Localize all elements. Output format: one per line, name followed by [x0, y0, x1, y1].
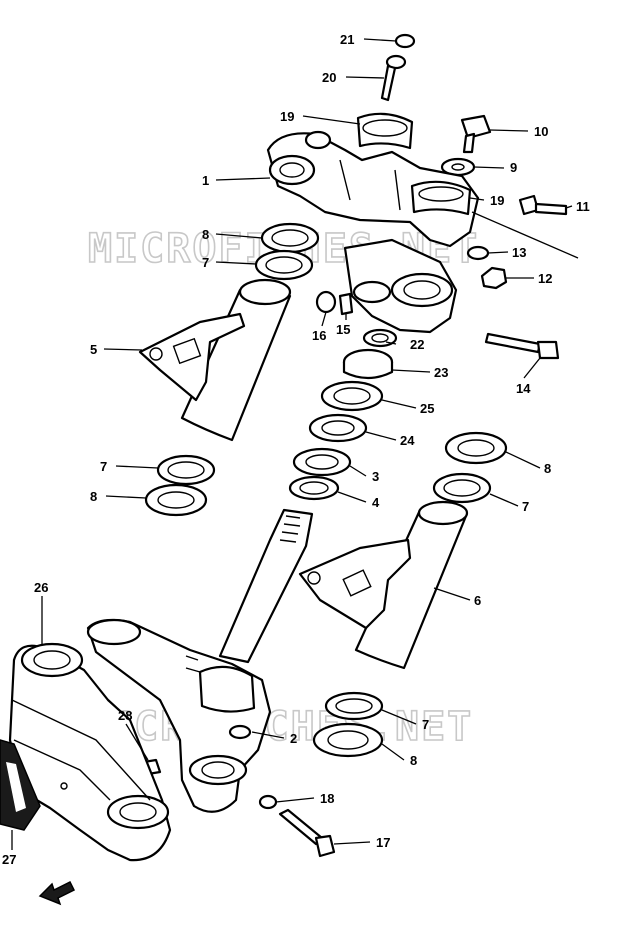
- callout-27: 27: [2, 852, 16, 867]
- callout-28: 28: [118, 708, 132, 723]
- part-7-bearing-mid-left: [156, 454, 216, 486]
- part-8-seal-mid-left: [144, 483, 208, 517]
- callout-12: 12: [538, 271, 552, 286]
- callout-11: 11: [576, 199, 590, 214]
- part-4-race: [288, 475, 340, 501]
- part-7-bearing-lower: [324, 691, 384, 721]
- callout-16: 16: [312, 328, 326, 343]
- callout-24: 24: [400, 433, 415, 448]
- part-21-cap: [394, 33, 416, 49]
- callout-9: 9: [510, 160, 517, 175]
- callout-7: 7: [100, 459, 107, 474]
- part-3-bearing: [292, 447, 352, 477]
- callout-8: 8: [410, 753, 417, 768]
- callout-7: 7: [522, 499, 529, 514]
- part-24-seal: [308, 413, 368, 443]
- callout-labels: 21 20 19 10 9 1 19 11 8 13 7 12 5 16 15 …: [2, 32, 590, 867]
- callout-8: 8: [90, 489, 97, 504]
- callout-25: 25: [420, 401, 434, 416]
- callout-3: 3: [372, 469, 379, 484]
- callout-7: 7: [422, 717, 429, 732]
- callout-4: 4: [372, 495, 380, 510]
- callout-26: 26: [34, 580, 48, 595]
- part-26-lower-cover: [8, 642, 172, 862]
- part-18-washer: [258, 794, 278, 810]
- part-13-washer: [466, 245, 490, 261]
- callout-10: 10: [534, 124, 548, 139]
- part-8-seal-lower: [312, 722, 384, 758]
- callout-7: 7: [202, 255, 209, 270]
- callout-22: 22: [410, 337, 424, 352]
- front-arrow-icon: [38, 880, 76, 906]
- callout-13: 13: [512, 245, 526, 260]
- leader-lines: [11, 38, 579, 850]
- callout-1: 1: [202, 173, 209, 188]
- callout-5: 5: [90, 342, 97, 357]
- part-19-lower-clamp: [410, 180, 472, 216]
- part-19-upper-clamp: [356, 112, 414, 150]
- part-7-bearing-mid-right: [432, 472, 492, 504]
- part-16-cap: [315, 290, 337, 314]
- part-7-bearing-upper-left: [254, 249, 314, 281]
- part-20-bolt: [380, 54, 407, 102]
- callout-6: 6: [474, 593, 481, 608]
- part-8-seal-upper-left: [260, 222, 320, 254]
- callout-8: 8: [202, 227, 209, 242]
- callout-20: 20: [322, 70, 336, 85]
- part-15-spacer: [338, 292, 354, 316]
- callout-17: 17: [376, 835, 390, 850]
- part-17-bolt: [278, 808, 336, 858]
- watermark-bottom: MICROFICHES.NET: [82, 704, 473, 750]
- callout-15: 15: [336, 322, 350, 337]
- part-27-label-plate: [0, 739, 41, 831]
- callout-19: 19: [280, 109, 294, 124]
- callout-23: 23: [434, 365, 448, 380]
- part-14-bolt: [484, 332, 560, 360]
- part-11-bolt: [518, 194, 568, 216]
- part-1-upper-bracket: [266, 130, 480, 248]
- part-10-bolt: [460, 114, 492, 154]
- callout-19: 19: [490, 193, 504, 208]
- part-25-washer: [320, 380, 384, 412]
- part-1-stem-clamp: [343, 238, 458, 334]
- part-2-steering-stem: [86, 508, 314, 813]
- callout-2: 2: [290, 731, 297, 746]
- part-12-nut: [480, 266, 508, 290]
- part-5-fork-holder-left: [138, 278, 292, 442]
- part-8-seal-mid-right: [444, 431, 508, 465]
- part-6-fork-holder-right: [298, 500, 469, 670]
- callout-18: 18: [320, 791, 334, 806]
- part-23-nut: [342, 348, 394, 380]
- callout-8: 8: [544, 461, 551, 476]
- callout-14: 14: [516, 381, 531, 396]
- callout-21: 21: [340, 32, 354, 47]
